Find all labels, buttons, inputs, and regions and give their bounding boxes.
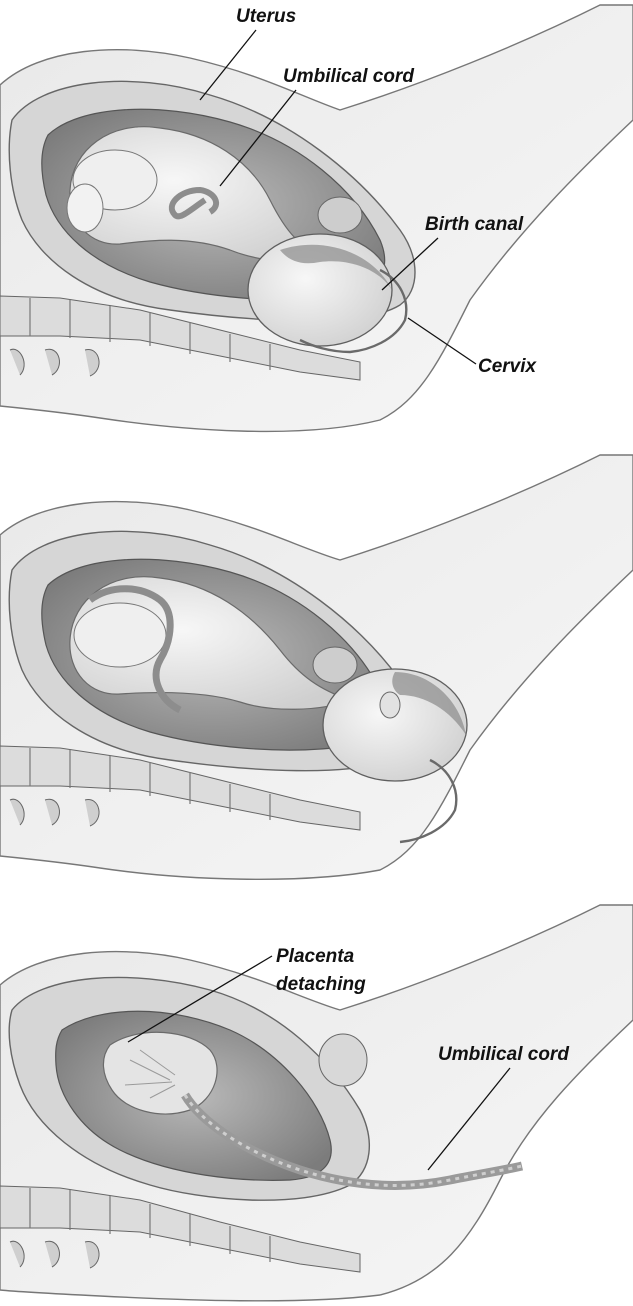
label-umbilical-cord-bottom: Umbilical cord bbox=[438, 1044, 569, 1065]
baby-foot bbox=[67, 184, 103, 232]
baby-ear bbox=[380, 692, 400, 718]
label-placenta-detaching: detaching bbox=[276, 974, 366, 995]
baby-leg bbox=[74, 603, 166, 667]
label-uterus: Uterus bbox=[236, 6, 296, 27]
panel-stage-3: Placenta detaching Umbilical cord bbox=[0, 905, 633, 1301]
panel-stage-1: Uterus Umbilical cord Birth canal Cervix bbox=[0, 5, 633, 431]
bladder bbox=[318, 197, 362, 233]
label-birth-canal: Birth canal bbox=[425, 214, 524, 235]
panel-stage-2 bbox=[0, 455, 633, 879]
label-placenta: Placenta bbox=[276, 946, 355, 967]
label-umbilical-cord-top: Umbilical cord bbox=[283, 66, 414, 87]
bladder bbox=[313, 647, 357, 683]
label-cervix: Cervix bbox=[478, 356, 538, 377]
bladder bbox=[319, 1034, 367, 1086]
